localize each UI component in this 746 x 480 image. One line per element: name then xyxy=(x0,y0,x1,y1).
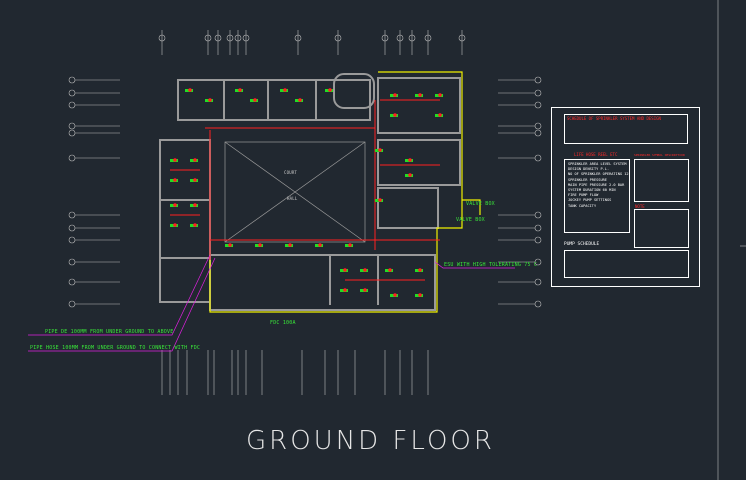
building-outline xyxy=(209,71,481,313)
sprinkler-head xyxy=(318,243,322,247)
general-notes-title: LIFE HOSE REEL ETC xyxy=(574,152,618,157)
sprinkler-head xyxy=(328,88,332,92)
pipe-note-1: PIPE DE 100MM FROM UNDER GROUND TO ABOVE xyxy=(45,329,174,335)
sprinkler-head xyxy=(408,173,412,177)
sprinkler-head xyxy=(173,203,177,207)
sprinkler-head xyxy=(283,88,287,92)
sprinkler-head xyxy=(193,158,197,162)
sprinkler-head xyxy=(393,293,397,297)
sprinkler-head xyxy=(238,88,242,92)
grid-axes-right xyxy=(498,76,542,308)
hall-outline xyxy=(224,141,366,243)
schedule-title: SCHEDULE OF SPRINKLER SYSTEM AND DESIGN xyxy=(567,116,661,121)
general-note: SPRINKLER AREA LEVEL SYSTEM xyxy=(568,162,627,166)
symbols-box xyxy=(634,159,689,202)
sprinkler-head xyxy=(173,158,177,162)
grid-axes-left xyxy=(68,76,120,308)
sprinkler-head xyxy=(348,243,352,247)
general-note: NO OF SPRINKLER OPERATING 12 xyxy=(568,172,629,177)
general-note: DESIGN DENSITY P.L. xyxy=(568,167,610,172)
sprinkler-head xyxy=(438,113,442,117)
sprinkler-head xyxy=(298,98,302,102)
sprinkler-head xyxy=(343,268,347,272)
general-note: MAIN PIPE PRESSURE 2.0 BAR xyxy=(568,182,625,187)
schedule-table: SCHEDULE OF SPRINKLER SYSTEM AND DESIGN xyxy=(564,114,688,144)
sprinkler-head xyxy=(393,113,397,117)
sprinkler-head xyxy=(418,268,422,272)
valve-box-label-2: VALVE BOX xyxy=(456,217,485,223)
sprinkler-head xyxy=(208,98,212,102)
notes-box xyxy=(634,209,689,248)
grid-axes-top xyxy=(158,30,466,55)
esu-note: ESU WITH HIGH TOLERATING 75 C xyxy=(444,262,538,268)
sprinkler-head xyxy=(363,288,367,292)
legend-panel: SCHEDULE OF SPRINKLER SYSTEM AND DESIGN … xyxy=(551,107,700,287)
sprinkler-head xyxy=(363,268,367,272)
sprinkler-head xyxy=(388,268,392,272)
sprinkler-head xyxy=(393,93,397,97)
pump-schedule-table xyxy=(564,250,689,278)
general-note: SYSTEM DURATION 60 MIN xyxy=(568,188,616,193)
sprinkler-head xyxy=(193,223,197,227)
pipe-note-2: PIPE HOSE 100MM FROM UNDER GROUND TO CON… xyxy=(30,345,201,351)
sprinkler-head xyxy=(418,93,422,97)
sprinkler-head xyxy=(228,243,232,247)
sprinkler-head xyxy=(378,148,382,152)
drawing-title: GROUND FLOOR xyxy=(246,426,495,456)
sprinkler-head xyxy=(378,198,382,202)
sprinkler-head xyxy=(418,293,422,297)
room-label-court: COURT xyxy=(284,170,298,175)
sprinkler-heads xyxy=(170,88,443,297)
sprinkler-head xyxy=(258,243,262,247)
sprinkler-head xyxy=(343,288,347,292)
general-note: JOCKEY PUMP SETTINGS xyxy=(568,198,612,203)
general-note: SPRINKLER PRESSURE xyxy=(568,177,607,182)
sprinkler-head xyxy=(173,223,177,227)
sprinkler-pipes xyxy=(170,99,440,281)
pump-schedule-title: PUMP SCHEDULE xyxy=(564,242,600,247)
sprinkler-head xyxy=(288,243,292,247)
general-note: FIRE PUMP FLOW xyxy=(568,193,599,198)
fdc-label: FDC 100A xyxy=(270,320,296,326)
valve-box-label-1: VALVE BOX xyxy=(466,201,495,207)
grid-axes-bottom xyxy=(161,350,429,395)
sprinkler-head xyxy=(253,98,257,102)
sprinkler-head xyxy=(408,158,412,162)
sprinkler-head xyxy=(193,178,197,182)
general-note: TANK CAPACITY xyxy=(568,203,597,208)
sprinkler-head xyxy=(193,203,197,207)
sprinkler-head xyxy=(188,88,192,92)
symbols-title: SPRINKLER SYMBOL DESCRIPTION xyxy=(634,153,685,157)
room-label-hall: HALL xyxy=(287,196,298,201)
notes-title: NOTE xyxy=(635,204,645,209)
sprinkler-head xyxy=(438,93,442,97)
sprinkler-head xyxy=(173,178,177,182)
walls xyxy=(159,73,461,311)
note-leaders xyxy=(28,254,515,352)
